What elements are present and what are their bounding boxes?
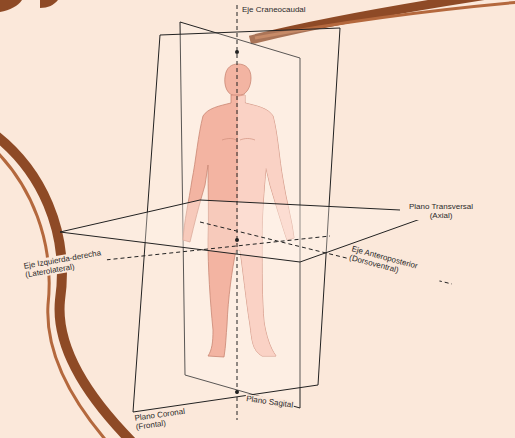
ribbon [40, 0, 58, 8]
ribbon [0, 135, 135, 438]
axis-label: Eje Craneocaudal [241, 5, 307, 14]
ribbon [0, 150, 110, 438]
axis-point [235, 238, 239, 242]
axis-point [235, 390, 239, 394]
craniocaudal-axis [237, 5, 238, 420]
ribbon [0, 0, 22, 12]
axis-label: Eje Anteroposterior (Dorsoventral) [347, 244, 443, 286]
plane-label: Plano Transversal (Axial) [400, 202, 482, 220]
axis-point [235, 50, 239, 54]
